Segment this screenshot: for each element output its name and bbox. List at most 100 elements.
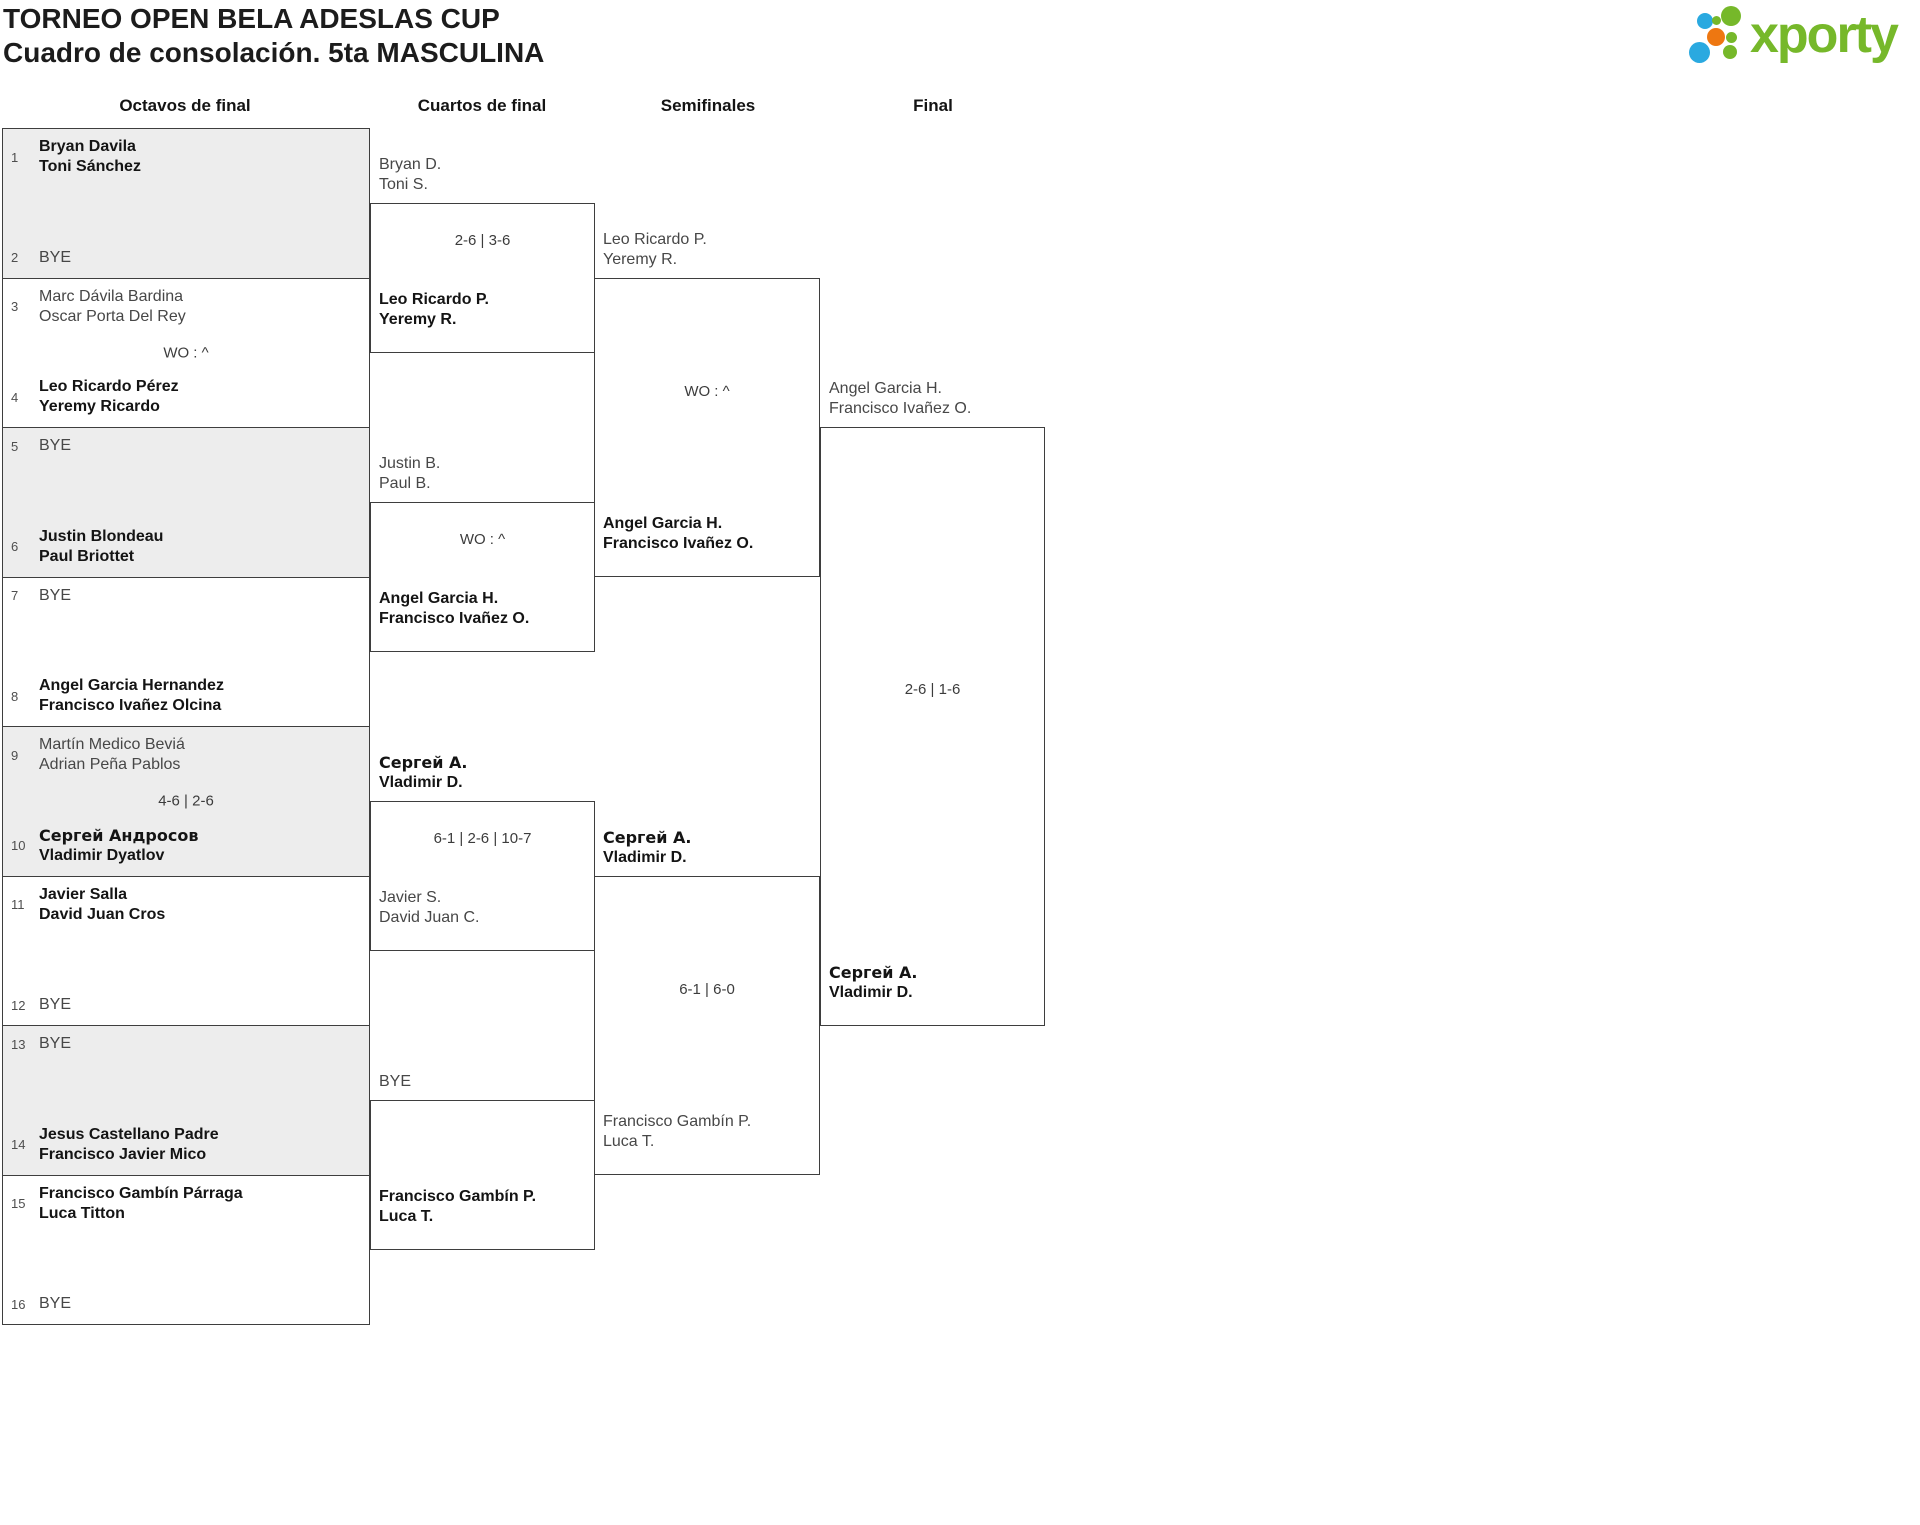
team-names: BYE xyxy=(39,1035,72,1052)
logo-dot-green-bottom xyxy=(1723,45,1737,59)
bracket-entry-12: 12 BYE xyxy=(11,995,363,1015)
seed-number: 1 xyxy=(11,149,19,165)
team-names: BYE xyxy=(39,248,72,266)
quarterfinal-1-box: Bryan D.Toni S. 2-6 | 3-6 Leo Ricardo P.… xyxy=(370,156,595,353)
bracket-entry-13: 13 BYE xyxy=(11,1034,363,1054)
logo-dot-blue-top xyxy=(1697,13,1713,29)
quarterfinal-2-box: Justin B.Paul B. WO : ^ Angel Garcia H.F… xyxy=(370,455,595,652)
seed-number: 11 xyxy=(11,897,25,912)
match-score: 4-6 | 2-6 xyxy=(158,792,214,810)
seed-number: 6 xyxy=(11,539,19,554)
semifinal-2-box: Сергей А.Vladimir D. 6-1 | 6-0 Francisco… xyxy=(594,828,820,1175)
seed-number: 4 xyxy=(11,389,19,405)
logo-dot-blue-bottom xyxy=(1689,42,1710,63)
match-score: WO : ^ xyxy=(684,383,730,400)
bracket-entry-2: 2 BYE xyxy=(11,248,363,268)
qf4-top-team: BYE xyxy=(379,1073,412,1090)
quarterfinal-4-box: BYE Francisco Gambín P.Luca T. xyxy=(370,1073,595,1250)
qf3-loser-team: Javier S.David Juan C. xyxy=(379,889,480,926)
seed-number: 15 xyxy=(11,1196,26,1211)
logo-wordmark: xporty xyxy=(1750,6,1899,64)
column-header-octavos: Octavos de final xyxy=(119,96,251,115)
seed-number: 13 xyxy=(11,1036,26,1052)
seed-number: 12 xyxy=(11,997,26,1013)
sf1-winner-team: Angel Garcia H.Francisco Ivañez O. xyxy=(603,515,754,552)
seed-number: 7 xyxy=(11,588,19,603)
seed-number: 14 xyxy=(11,1137,26,1152)
seed-number: 10 xyxy=(11,838,26,853)
seed-number: 16 xyxy=(11,1296,26,1312)
final-winner-team: Сергей А.Vladimir D. xyxy=(829,963,918,1001)
qf2-top-team: Justin B.Paul B. xyxy=(379,455,441,492)
logo-dot-green-small xyxy=(1726,32,1737,43)
logo-dot-green-tiny xyxy=(1712,16,1721,25)
semifinal-1-box: Leo Ricardo P.Yeremy R. WO : ^ Angel Gar… xyxy=(594,231,820,577)
tournament-title: TORNEO OPEN BELA ADESLAS CUP xyxy=(3,3,500,34)
column-header-final: Final xyxy=(913,96,953,115)
qf4-winner-team: Francisco Gambín P.Luca T. xyxy=(379,1188,537,1225)
column-header-cuartos: Cuartos de final xyxy=(417,96,547,115)
match-score: 6-1 | 6-0 xyxy=(679,981,735,998)
qf1-top-team: Bryan D.Toni S. xyxy=(379,156,442,193)
seed-number: 9 xyxy=(11,747,19,763)
team-names: BYE xyxy=(39,996,72,1013)
logo-dots-icon xyxy=(1688,3,1744,67)
sf1-top-team: Leo Ricardo P.Yeremy R. xyxy=(603,231,707,268)
bracket-entry-16: 16 BYE xyxy=(11,1294,363,1314)
bracket-subtitle: Cuadro de consolación. 5ta MASCULINA xyxy=(3,37,545,68)
seed-number: 3 xyxy=(11,299,19,314)
title-block: TORNEO OPEN BELA ADESLAS CUP Cuadro de c… xyxy=(3,2,544,70)
match-score: 2-6 | 3-6 xyxy=(454,232,511,249)
logo-dot-orange xyxy=(1707,28,1725,46)
quarterfinal-3-box: Сергей А.Vladimir D. 6-1 | 2-6 | 10-7 Ja… xyxy=(370,753,595,951)
match-score: WO : ^ xyxy=(163,344,209,362)
final-box: Angel Garcia H.Francisco Ivañez O. 2-6 |… xyxy=(820,380,1045,1026)
final-top-team: Angel Garcia H.Francisco Ivañez O. xyxy=(829,380,972,417)
team-names: BYE xyxy=(39,1295,72,1312)
sf2-loser-team: Francisco Gambín P.Luca T. xyxy=(603,1113,752,1150)
column-header-semifinales: Semifinales xyxy=(660,96,756,115)
logo-dot-green-big xyxy=(1721,6,1741,26)
team-names: BYE xyxy=(39,586,72,604)
match-score: 6-1 | 2-6 | 10-7 xyxy=(433,830,532,847)
qf2-winner-team: Angel Garcia H.Francisco Ivañez O. xyxy=(379,590,530,627)
team-names: BYE xyxy=(39,437,72,454)
seed-number: 2 xyxy=(11,250,19,265)
sf2-top-team: Сергей А.Vladimir D. xyxy=(603,828,692,866)
bracket-entry-7: 7 BYE xyxy=(11,586,363,606)
xporty-logo[interactable]: xporty xyxy=(1688,3,1899,67)
bracket-entry-5: 5 BYE xyxy=(11,436,363,456)
qf3-top-team: Сергей А.Vladimir D. xyxy=(379,753,468,791)
seed-number: 8 xyxy=(11,688,19,704)
match-score: 2-6 | 1-6 xyxy=(904,681,961,698)
